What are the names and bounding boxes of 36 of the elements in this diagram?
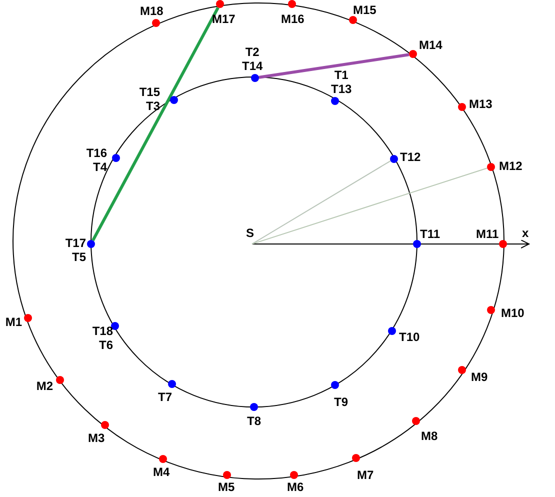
connecting-line — [252, 160, 391, 244]
connecting-line — [252, 168, 488, 244]
point-label: M11 — [476, 227, 499, 241]
point-label: T1 T13 — [331, 68, 352, 96]
point-label: M12 — [499, 159, 522, 173]
point-label: M10 — [501, 306, 524, 320]
point-label: M15 — [353, 3, 376, 17]
point-label: T10 — [399, 330, 420, 344]
point-label: T15 T3 — [139, 85, 160, 113]
point-label: M18 — [140, 4, 164, 18]
point-label: M13 — [469, 97, 492, 111]
connecting-line — [258, 53, 410, 79]
point-label: M7 — [357, 468, 374, 482]
point-label: M14 — [419, 38, 442, 52]
point-label: M3 — [88, 431, 105, 445]
point-label: T12 — [400, 150, 421, 164]
point-label: M6 — [287, 480, 304, 494]
point-label: T2 T14 — [242, 45, 263, 73]
point-label: M17 — [212, 12, 236, 26]
point-label: M2 — [36, 379, 53, 393]
point-label: M5 — [218, 480, 235, 494]
point-label: M16 — [281, 12, 304, 26]
point-label: T11 — [420, 227, 440, 241]
origin-label: S — [246, 226, 258, 244]
axis-label: x — [522, 226, 529, 240]
point-label: M4 — [153, 465, 170, 479]
point-label: M9 — [471, 370, 488, 384]
point-label: T17 T5 — [65, 236, 86, 264]
point-label: T16 T4 — [86, 146, 107, 174]
point-label: T18 T6 — [92, 324, 113, 352]
point-label: T8 — [247, 414, 262, 428]
point-label: T7 — [158, 390, 172, 404]
connecting-line — [92, 6, 220, 242]
point-label: M8 — [421, 429, 438, 443]
point-label: M1 — [5, 315, 22, 329]
point-label: T9 — [334, 395, 348, 409]
